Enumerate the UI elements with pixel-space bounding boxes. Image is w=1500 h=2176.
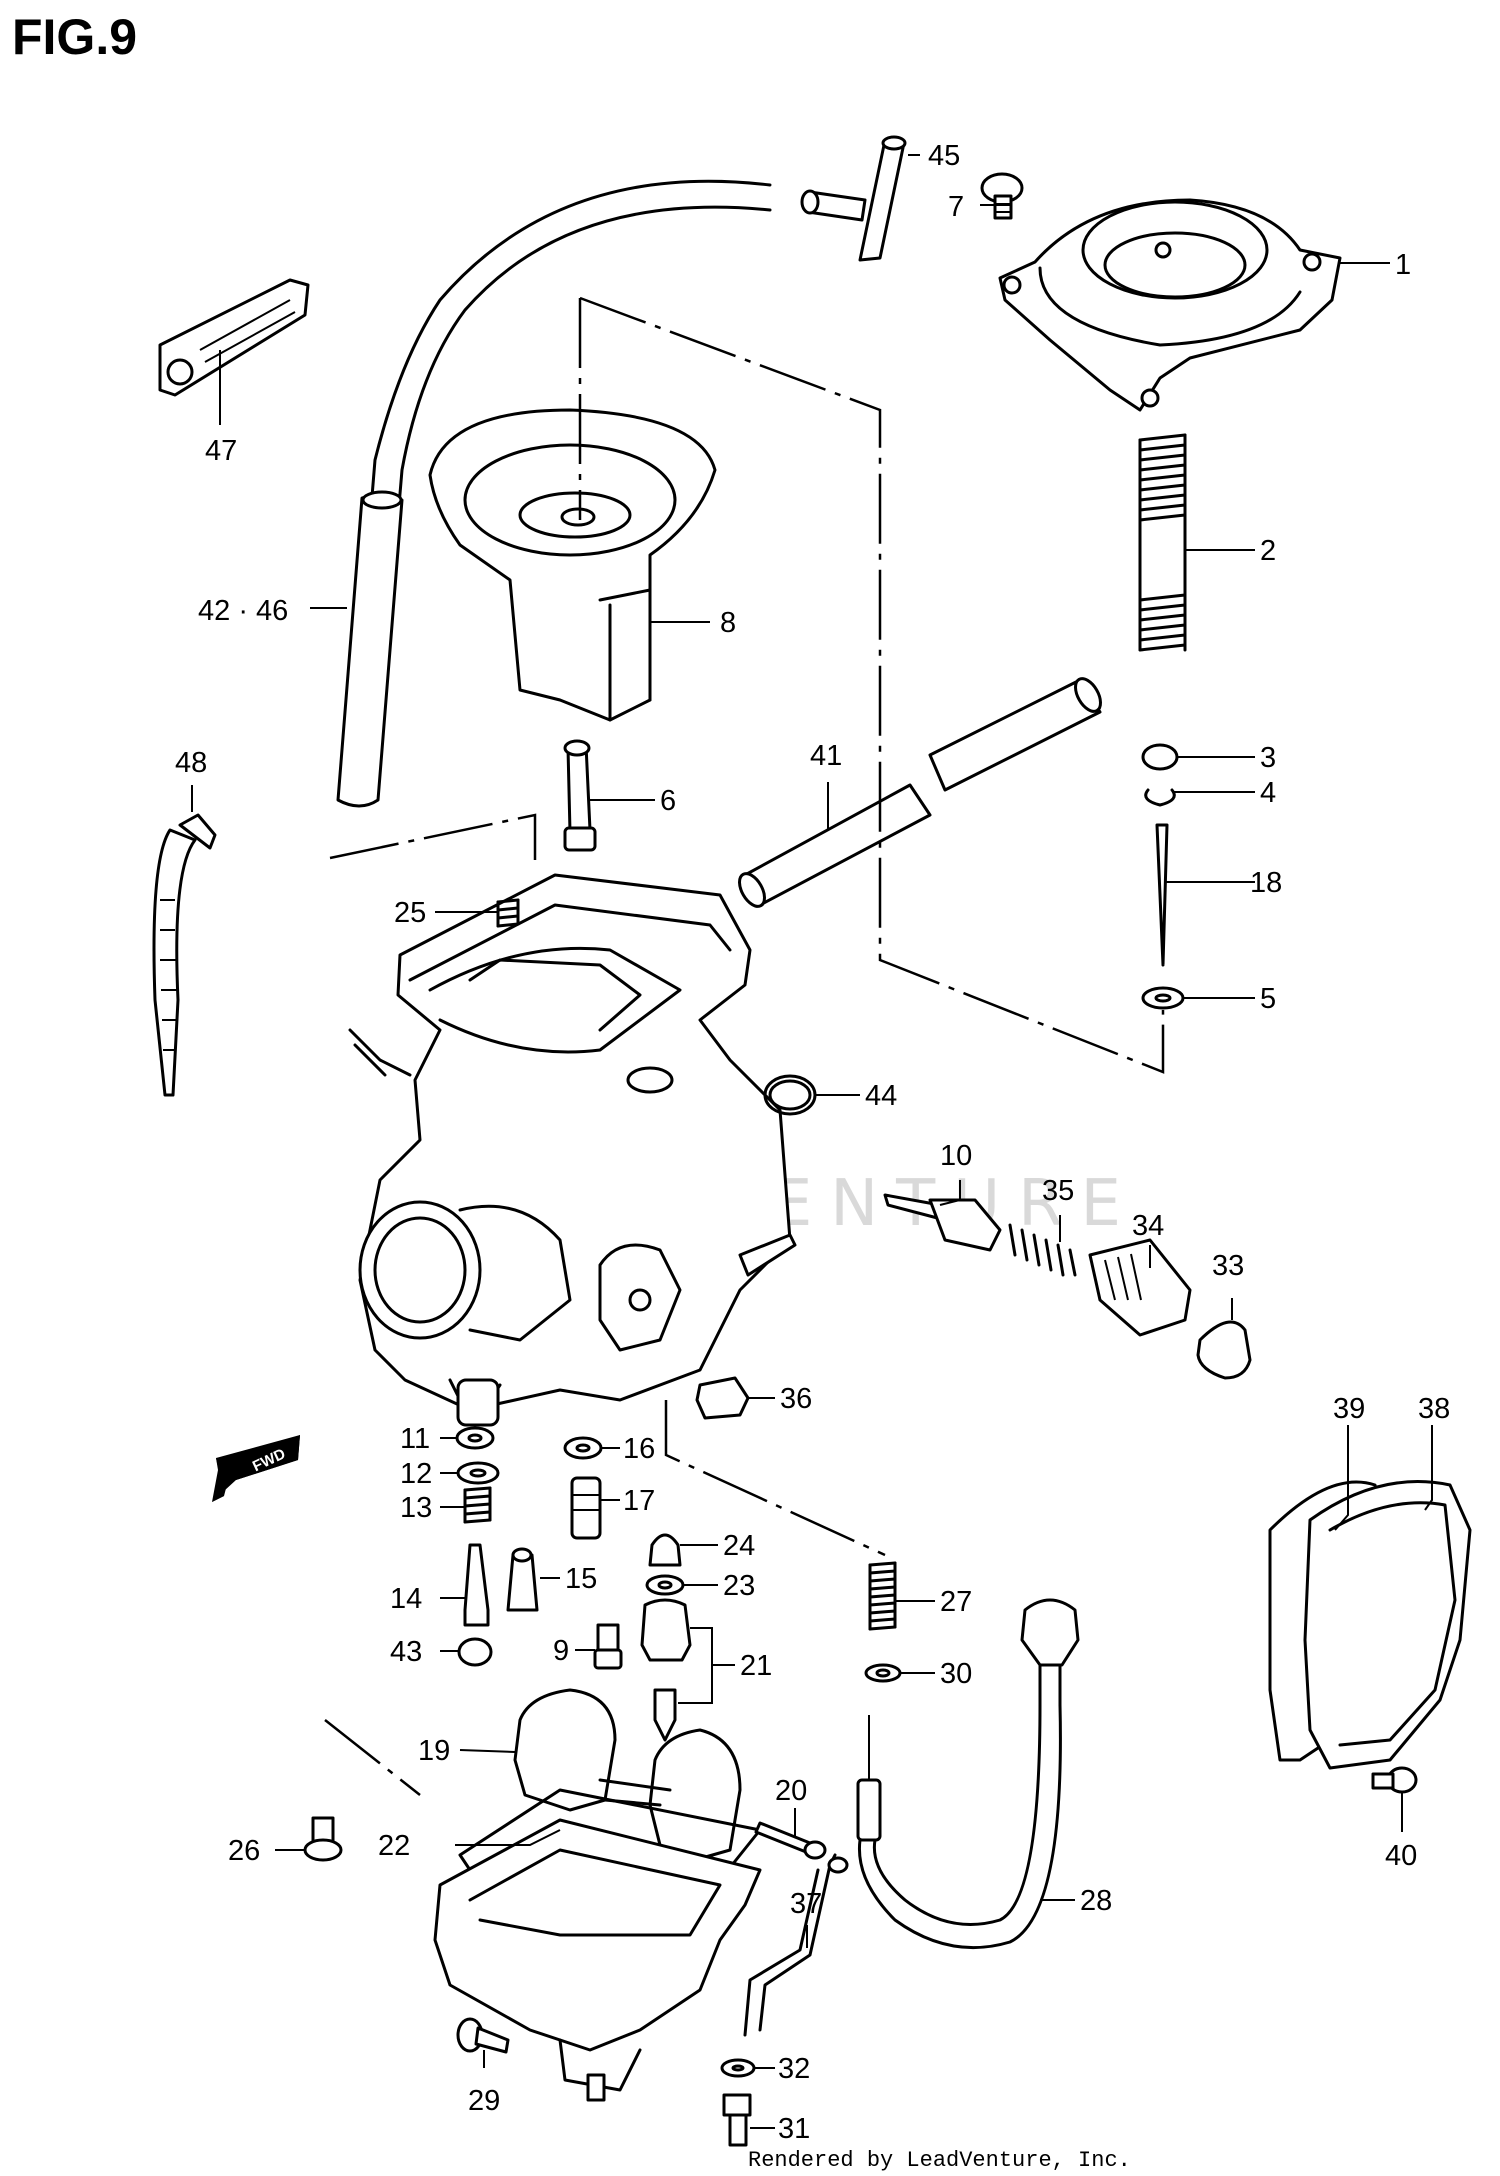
callout-11: 11 xyxy=(400,1423,430,1455)
part-top-cap xyxy=(998,198,1342,412)
part-o-ring xyxy=(763,1074,817,1116)
callout-19: 19 xyxy=(418,1735,450,1767)
callout-42-46: 42 · 46 xyxy=(198,595,288,627)
fwd-arrow-icon: FWD xyxy=(212,1435,300,1502)
callout-22: 22 xyxy=(378,1830,410,1862)
part-short-hose xyxy=(738,677,1102,908)
part-float xyxy=(513,1688,742,1862)
part-screw xyxy=(980,172,1024,220)
callout-36: 36 xyxy=(780,1383,812,1415)
callout-34: 34 xyxy=(1132,1210,1164,1242)
callout-6: 6 xyxy=(660,785,676,817)
callout-9: 9 xyxy=(553,1635,569,1667)
callout-7: 7 xyxy=(948,191,964,223)
callout-30: 30 xyxy=(940,1658,972,1690)
part-needle-valve xyxy=(640,1533,692,1742)
part-cable-spring xyxy=(864,1561,902,1683)
callout-8: 8 xyxy=(720,607,736,639)
callout-27: 27 xyxy=(940,1586,972,1618)
part-needle-stack xyxy=(1141,743,1185,1010)
callout-33: 33 xyxy=(1212,1250,1244,1282)
callout-47: 47 xyxy=(205,435,237,467)
callout-14: 14 xyxy=(390,1583,422,1615)
callout-39: 39 xyxy=(1333,1393,1365,1425)
callout-15: 15 xyxy=(565,1563,597,1595)
callout-43: 43 xyxy=(390,1636,422,1668)
part-main-jet-holder xyxy=(563,1436,603,1540)
callout-1: 1 xyxy=(1395,249,1411,281)
part-drain-screw xyxy=(303,1816,343,1862)
part-float-chamber xyxy=(433,1788,762,2102)
part-needle-holder xyxy=(563,739,597,852)
part-jet xyxy=(506,1547,539,1612)
callout-31: 31 xyxy=(778,2113,810,2145)
callout-21: 21 xyxy=(740,1650,772,1682)
alignment-lines xyxy=(324,296,1165,1796)
callout-18: 18 xyxy=(1250,867,1282,899)
part-t-fitting xyxy=(800,135,907,262)
part-throttle-cable xyxy=(856,1598,1080,1950)
callout-13: 13 xyxy=(400,1492,432,1524)
callout-5: 5 xyxy=(1260,983,1276,1015)
callout-45: 45 xyxy=(928,140,960,172)
callout-35: 35 xyxy=(1042,1175,1074,1207)
callout-40: 40 xyxy=(1385,1840,1417,1872)
callout-4: 4 xyxy=(1260,777,1276,809)
credit-text: Rendered by LeadVenture, Inc. xyxy=(748,2148,1131,2173)
part-small-spring xyxy=(496,898,520,928)
part-spring xyxy=(1138,433,1187,652)
callout-24: 24 xyxy=(723,1530,755,1562)
callout-38: 38 xyxy=(1418,1393,1450,1425)
callout-20: 20 xyxy=(775,1775,807,1807)
callout-44: 44 xyxy=(865,1080,897,1112)
callout-23: 23 xyxy=(723,1570,755,1602)
callout-28: 28 xyxy=(1080,1885,1112,1917)
leader-lines xyxy=(191,154,1433,2129)
part-side-cover xyxy=(1268,1480,1472,1770)
part-fuel-hose xyxy=(336,179,772,808)
part-cable-tie xyxy=(152,813,217,1097)
figure-title: FIG.9 xyxy=(12,9,138,65)
part-drain-bolt xyxy=(720,2058,756,2147)
callout-17: 17 xyxy=(623,1485,655,1517)
callout-41: 41 xyxy=(810,740,842,772)
callout-25: 25 xyxy=(394,897,426,929)
callout-3: 3 xyxy=(1260,742,1276,774)
callout-2: 2 xyxy=(1260,535,1276,567)
part-bracket xyxy=(158,278,310,397)
part-chamber-screw xyxy=(456,2017,510,2054)
part-float-pin xyxy=(754,1821,827,1860)
callout-10: 10 xyxy=(940,1140,972,1172)
callout-37: 37 xyxy=(790,1888,822,1920)
callout-32: 32 xyxy=(778,2053,810,2085)
callout-29: 29 xyxy=(468,2085,500,2117)
part-cap xyxy=(695,1376,750,1420)
callout-16: 16 xyxy=(623,1433,655,1465)
callout-48: 48 xyxy=(175,747,207,779)
part-diaphragm-piston xyxy=(428,408,717,722)
part-cover-screw xyxy=(1371,1766,1418,1794)
callout-12: 12 xyxy=(400,1458,432,1490)
part-vent-bracket xyxy=(743,1853,849,2037)
part-plug-screw xyxy=(593,1623,623,1670)
callout-labels: 1 2 3 4 5 6 7 8 9 10 11 12 13 14 15 16 1… xyxy=(175,140,1450,2145)
part-pilot-screw-set xyxy=(455,1426,500,1667)
callout-26: 26 xyxy=(228,1835,260,1867)
part-adjuster-screw xyxy=(883,1193,1252,1380)
part-carburetor-body xyxy=(348,873,797,1427)
